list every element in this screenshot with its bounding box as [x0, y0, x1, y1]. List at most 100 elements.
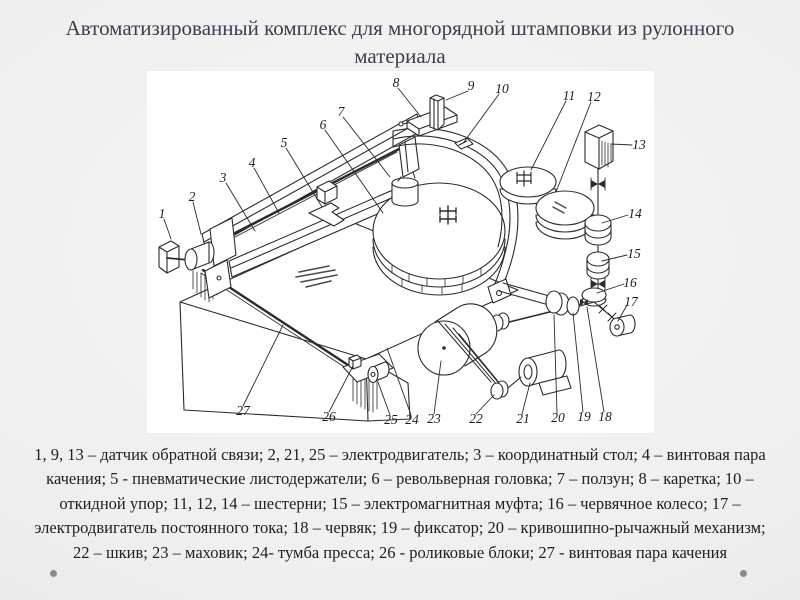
part-number-label: 22 [469, 411, 483, 426]
sensor-box [584, 124, 614, 170]
part-number-label: 19 [577, 409, 591, 424]
motor-face [367, 365, 379, 384]
part-turret-head-6 [372, 182, 506, 296]
link-arm [498, 282, 595, 308]
survey-cross-mark [439, 205, 457, 225]
shaft-crosses [598, 304, 617, 322]
part-number-label: 15 [627, 246, 641, 261]
leader-lines [163, 87, 633, 416]
part-number-label: 6 [320, 117, 327, 132]
part-number-label: 7 [338, 104, 346, 119]
part-number-label: 8 [393, 75, 400, 90]
motor-face-inner [523, 364, 533, 380]
decorative-dot-right [740, 570, 747, 577]
shadow-marks [552, 201, 567, 214]
part-number-label: 17 [624, 294, 639, 309]
table-slab-line [230, 189, 411, 269]
ram-links [397, 171, 416, 182]
belt-lines [437, 320, 507, 392]
carriage-pin [398, 121, 404, 127]
decorative-dot-left [50, 570, 57, 577]
motor-hub [614, 324, 620, 330]
slide-title: Автоматизированный комплекс для многоряд… [65, 16, 735, 68]
part-roller-blocks-26 [342, 353, 394, 383]
column-line [404, 141, 409, 173]
lower-bracket [204, 259, 232, 299]
wheel-top [581, 287, 607, 303]
machine-diagram: 1 2 3 4 5 6 7 8 9 10 11 12 13 14 15 16 1 [158, 75, 646, 427]
part-number-label: 5 [281, 135, 288, 150]
part-dc-motor-17 [609, 314, 636, 337]
box-hatching [601, 140, 612, 168]
gear-top [584, 214, 612, 232]
part-clutch-15 [586, 251, 610, 280]
ram-top [391, 177, 419, 189]
part-number-label: 12 [587, 89, 601, 104]
shadow-marks [295, 265, 338, 288]
turret-dome [372, 182, 506, 280]
motor-face [518, 357, 538, 387]
clutch-band [586, 265, 610, 274]
part-number-label: 14 [628, 206, 642, 221]
part-number-label: 26 [322, 409, 336, 424]
part-gear-14 [584, 214, 612, 246]
diagram-panel: 1 2 3 4 5 6 7 8 9 10 11 12 13 14 15 16 1 [147, 71, 654, 433]
part-sheet-holders-5 [308, 180, 345, 227]
survey-cross-mark [516, 170, 532, 187]
arch-inner [392, 143, 503, 248]
part-number-label: 11 [563, 88, 576, 103]
part-motor-2 [166, 217, 237, 299]
part-feedback-sensor-1 [158, 240, 180, 274]
part-number-label: 9 [468, 78, 475, 93]
roller-block [348, 354, 362, 370]
part-number-label: 4 [249, 155, 256, 170]
flywheel-hub [442, 346, 446, 350]
part-number-label: 2 [189, 189, 196, 204]
part-number-labels: 1 2 3 4 5 6 7 8 9 10 11 12 13 14 15 16 1 [159, 75, 646, 427]
motor-hub [370, 371, 376, 378]
rail-beam-line [203, 121, 420, 243]
part-motor-21 [507, 349, 572, 396]
part-flip-stop-10 [454, 137, 474, 150]
holder-plate [308, 202, 345, 227]
ram-body [391, 182, 419, 207]
part-number-label: 21 [516, 411, 530, 426]
part-number-label: 20 [551, 410, 565, 425]
crank-disc [545, 290, 563, 314]
part-number-label: 16 [623, 275, 637, 290]
clamp-block [316, 180, 338, 205]
gear-band [584, 229, 612, 239]
bracket-plate [342, 353, 394, 383]
part-sensor-13 [584, 124, 614, 170]
part-flywheel-23 [417, 303, 498, 376]
part-worm-wheel-16 [581, 287, 607, 307]
fixator-disc [566, 296, 580, 316]
motor-face [184, 248, 198, 271]
rim-ticks [391, 264, 482, 295]
part-number-label: 25 [384, 412, 398, 427]
motor-mount [538, 375, 572, 396]
sensor-box [158, 240, 180, 274]
part-crank-mechanism-20 [456, 282, 595, 336]
motor-face [609, 317, 625, 337]
stop-line [458, 140, 468, 146]
motor-shaft [507, 376, 522, 389]
bracket-hole [216, 275, 222, 281]
part-motor-25 [367, 361, 390, 384]
part-number-label: 23 [427, 411, 441, 426]
sensor-tower [429, 94, 445, 131]
column [398, 136, 420, 178]
clutch-top [586, 251, 610, 267]
screw-rod-thin [234, 151, 398, 238]
part-number-label: 3 [219, 170, 227, 185]
bracket-plate [209, 217, 237, 267]
gear-top [499, 166, 557, 198]
part-number-label: 10 [495, 81, 509, 96]
part-ram-7 [391, 136, 420, 207]
part-number-label: 27 [236, 403, 251, 418]
part-gear-12 [535, 190, 595, 240]
part-number-label: 24 [405, 412, 419, 427]
part-number-label: 1 [159, 206, 166, 221]
coupling-ticks [590, 177, 606, 291]
